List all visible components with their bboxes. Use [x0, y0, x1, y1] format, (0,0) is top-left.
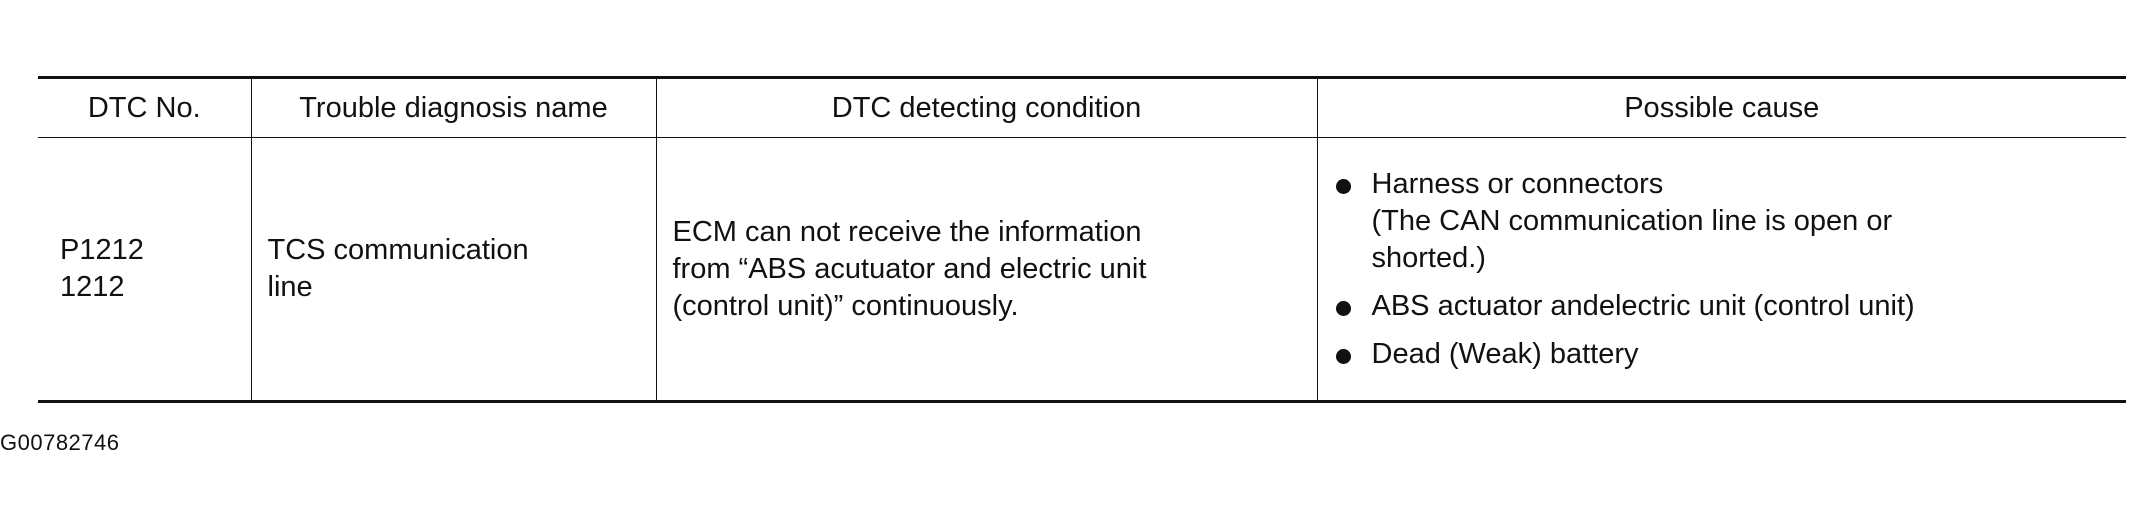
bullet-icon	[1335, 300, 1351, 316]
list-item: Dead (Weak) battery	[1334, 336, 2127, 373]
diagnosis-name-line: line	[267, 271, 313, 303]
header-trouble-diagnosis-name: Trouble diagnosis name	[250, 76, 656, 138]
condition-line: (control unit)” continuously.	[672, 289, 1019, 322]
possible-cause-list: Harness or connectors (The CAN communica…	[1334, 166, 2127, 373]
cell-diagnosis-name: TCS communication line	[250, 137, 656, 403]
bullet-icon	[1335, 178, 1351, 194]
table-header-row: DTC No. Trouble diagnosis name DTC detec…	[38, 76, 2126, 138]
condition-line: ECM can not receive the information	[672, 215, 1142, 248]
header-dtc-detecting-condition: DTC detecting condition	[655, 76, 1317, 138]
cause-line: ABS actuator andelectric unit (control u…	[1371, 289, 1915, 322]
cause-line: (The CAN communication line is open or	[1371, 204, 1893, 237]
header-possible-cause: Possible cause	[1316, 76, 2126, 138]
condition-line: from “ABS acutuator and electric unit	[672, 252, 1147, 285]
dtc-table-container: DTC No. Trouble diagnosis name DTC detec…	[38, 76, 2126, 403]
list-item: Harness or connectors (The CAN communica…	[1334, 166, 2127, 277]
cell-dtc-no: P1212 1212	[38, 137, 251, 403]
dtc-code-short: 1212	[60, 271, 125, 303]
cell-detecting-condition: ECM can not receive the information from…	[655, 137, 1317, 403]
bullet-icon	[1335, 348, 1351, 364]
dtc-table: DTC No. Trouble diagnosis name DTC detec…	[38, 76, 2126, 403]
diagnosis-name-line: TCS communication	[267, 234, 529, 266]
figure-id: G00782746	[0, 430, 120, 455]
table-row: P1212 1212 TCS communication line ECM ca…	[38, 137, 2127, 403]
cause-line: Harness or connectors	[1371, 167, 1664, 200]
header-dtc-no: DTC No.	[38, 76, 251, 138]
cell-possible-cause: Harness or connectors (The CAN communica…	[1316, 137, 2127, 403]
dtc-code: P1212	[60, 234, 144, 266]
cause-line: shorted.)	[1371, 241, 1486, 274]
list-item: ABS actuator andelectric unit (control u…	[1334, 288, 2127, 325]
cause-line: Dead (Weak) battery	[1371, 337, 1639, 370]
